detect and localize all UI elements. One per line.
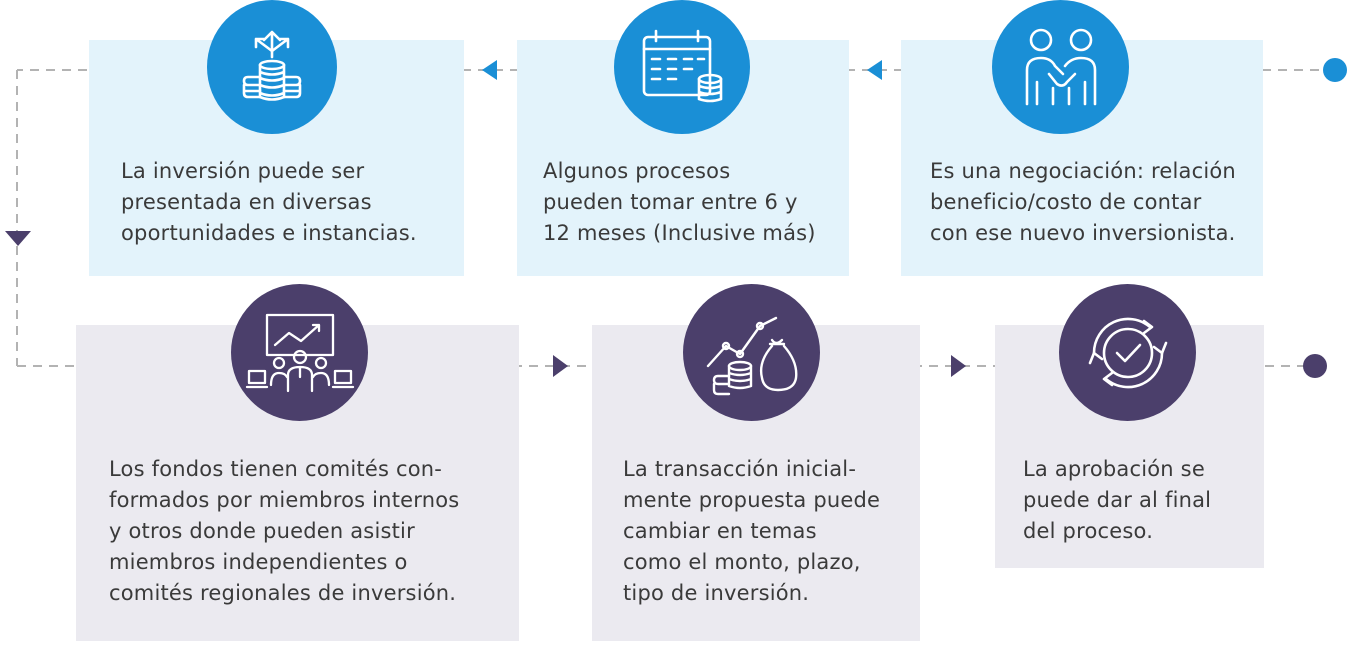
arrow-down [5, 231, 31, 246]
step-text-4: Los fondos tienen comités con- formados … [109, 457, 460, 605]
committee-meeting-icon [231, 284, 368, 421]
approval-check-icon [1059, 284, 1196, 421]
step-text-2: Algunos procesos pueden tomar entre 6 y … [543, 159, 816, 245]
handshake-icon [992, 0, 1129, 134]
calendar-coins-icon [614, 0, 750, 134]
step-text-5: La transacción inicial- mente propuesta … [623, 457, 881, 605]
coins-arrows-icon [207, 0, 337, 134]
arrow-right-2 [951, 355, 966, 377]
arrow-left-2 [867, 60, 882, 80]
arrow-left-1 [482, 60, 497, 80]
step-text-1: La inversión puede ser presentada en div… [121, 159, 417, 245]
growth-money-bag-icon [683, 284, 820, 421]
start-dot [1323, 58, 1347, 82]
arrow-right-1 [553, 355, 568, 377]
step-text-6: La aprobación se puede dar al final del … [1023, 457, 1212, 543]
end-dot [1303, 354, 1327, 378]
step-text-3: Es una negociación: relación beneficio/c… [930, 159, 1236, 245]
